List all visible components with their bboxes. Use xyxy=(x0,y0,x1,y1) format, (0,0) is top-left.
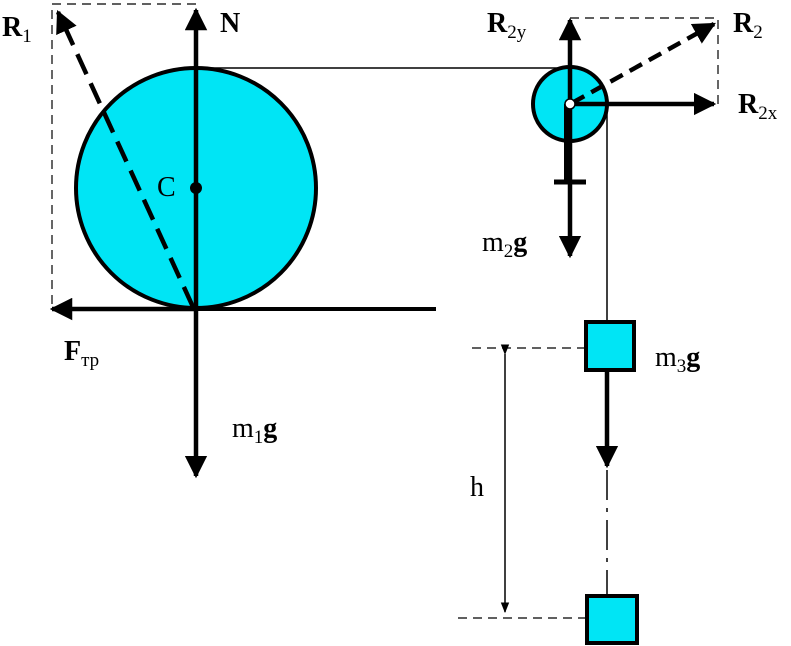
disc-center-point xyxy=(190,182,202,194)
label-r2y: R2y xyxy=(487,8,527,43)
label-r1: R1 xyxy=(2,12,32,47)
r2-vector xyxy=(570,22,716,105)
r1-component-rect xyxy=(51,3,196,309)
label-n: N xyxy=(220,8,240,39)
label-r2: R2 xyxy=(733,8,763,43)
label-m2g: m2g xyxy=(482,227,527,262)
label-ftr: Fтр xyxy=(64,336,99,371)
label-c: C xyxy=(157,172,176,203)
block-final xyxy=(585,594,639,645)
pulley-center-point xyxy=(564,98,576,110)
r2-component-rect xyxy=(570,17,719,104)
label-m1g: m1g xyxy=(232,413,277,448)
r1-vector xyxy=(55,9,196,308)
label-r2x: R2x xyxy=(738,89,778,124)
block-initial xyxy=(584,320,636,372)
label-m3g: m3g xyxy=(655,342,700,377)
label-h: h xyxy=(470,472,484,503)
